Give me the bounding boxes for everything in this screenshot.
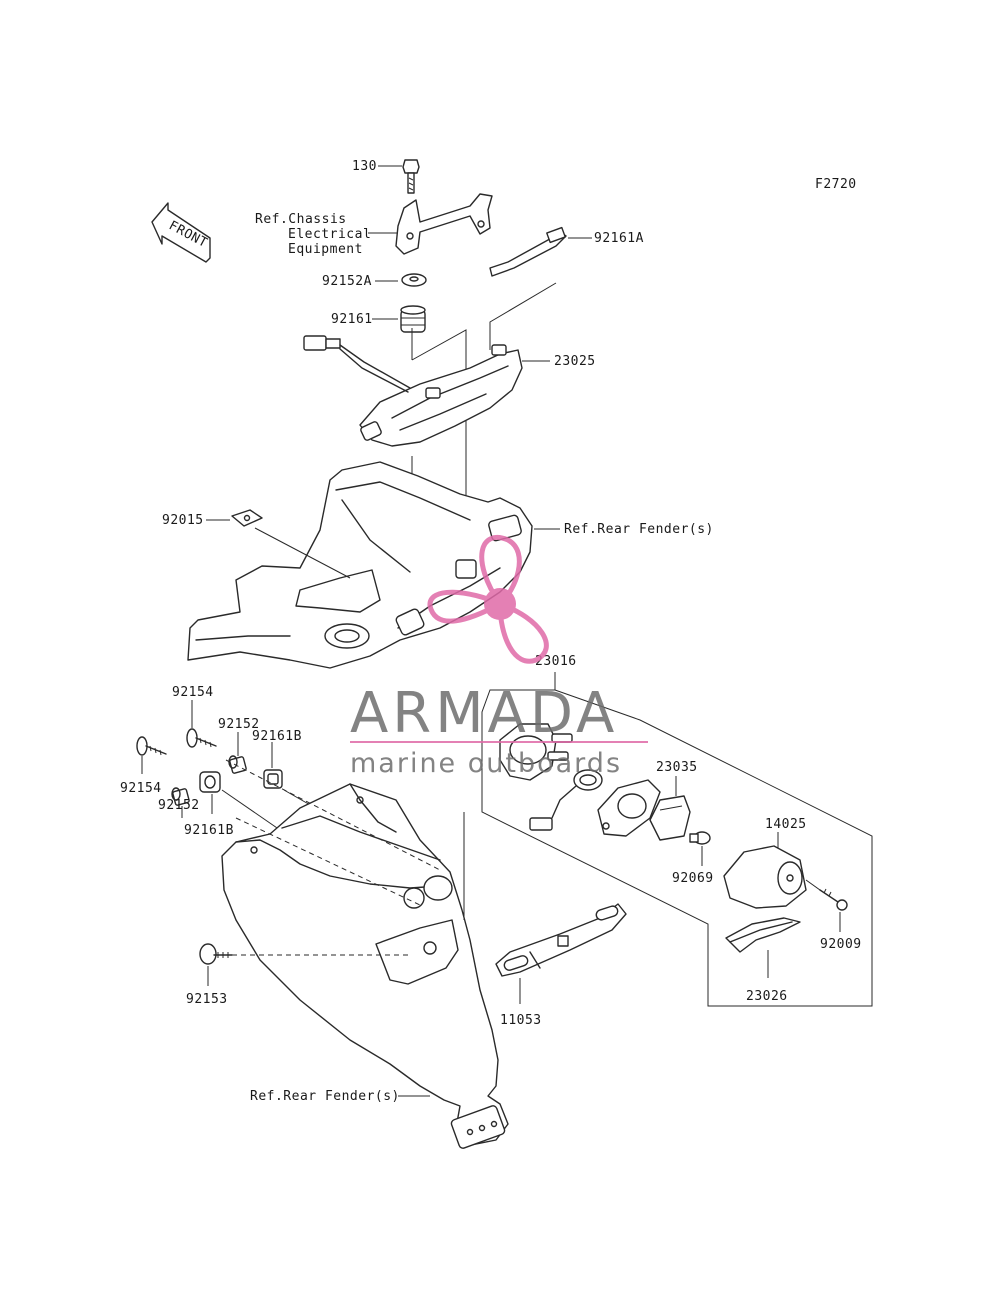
clip-23035[interactable]	[649, 795, 691, 841]
part-92069-label: 92069	[672, 871, 714, 886]
part-92009-label: 92009	[820, 937, 862, 952]
screw-92009[interactable]	[819, 888, 848, 911]
part-92161B-bottom-label: 92161B	[184, 823, 234, 838]
ref-chassis-label: Ref.Chassis	[255, 212, 347, 227]
bolt-92154-upper[interactable]	[186, 728, 217, 748]
bulb-socket[interactable]	[529, 769, 603, 831]
ref-electrical-label: Electrical	[288, 227, 371, 242]
part-92015-label: 92015	[162, 513, 204, 528]
front-arrow-icon: FRONT	[151, 202, 211, 263]
diagram-code: F2720	[815, 177, 857, 192]
bracket-11053[interactable]	[495, 903, 627, 977]
bulb-92069[interactable]	[689, 831, 711, 845]
lamp-housing-23016[interactable]	[499, 723, 573, 781]
part-92161A-label: 92161A	[594, 231, 644, 246]
part-23016-label: 23016	[535, 654, 577, 669]
watermark-tagline: marine outboards	[350, 748, 622, 779]
bolt-92153[interactable]	[199, 943, 233, 965]
part-14025-label: 14025	[765, 817, 807, 832]
grommet-92161B-lower[interactable]	[199, 771, 221, 793]
rear-fender-upper[interactable]	[187, 461, 533, 669]
lens-23026[interactable]	[725, 917, 801, 953]
part-130-label: 130	[352, 159, 377, 174]
bolt-92154-lower[interactable]	[136, 736, 167, 756]
armada-watermark-logo: ARMADA marine outboards	[350, 535, 648, 779]
cover-14025[interactable]	[723, 845, 807, 909]
grommet-92161[interactable]	[400, 305, 426, 333]
grommet-92161B-upper[interactable]	[263, 769, 283, 789]
collar-92152-lower[interactable]	[171, 787, 190, 806]
washer-92152A[interactable]	[401, 273, 427, 287]
clip-nut-92015[interactable]	[231, 509, 263, 527]
ref-rear-fender-top-label: Ref.Rear Fender(s)	[564, 522, 714, 537]
ref-equipment-label: Equipment	[288, 242, 363, 257]
part-92161B-top-label: 92161B	[252, 729, 302, 744]
watermark-brand: ARMADA	[350, 681, 618, 746]
bolt-130[interactable]	[402, 159, 420, 194]
bracket[interactable]	[395, 193, 493, 255]
part-23035-label: 23035	[656, 760, 698, 775]
part-11053-label: 11053	[500, 1013, 542, 1028]
part-92153-label: 92153	[186, 992, 228, 1007]
lamp-base[interactable]	[597, 779, 661, 837]
part-92152A-label: 92152A	[322, 274, 372, 289]
part-92161-label: 92161	[331, 312, 373, 327]
collar-92152-upper[interactable]	[228, 755, 247, 774]
clamp-92161A[interactable]	[489, 226, 567, 277]
part-23026-label: 23026	[746, 989, 788, 1004]
part-92152-top-label: 92152	[218, 717, 260, 732]
ref-rear-fender-bottom-label: Ref.Rear Fender(s)	[250, 1089, 400, 1104]
tail-light-23025[interactable]	[359, 344, 523, 447]
propeller-icon	[427, 535, 549, 664]
part-92152-left-label: 92152	[158, 798, 200, 813]
part-23025-label: 23025	[554, 354, 596, 369]
harness-connector[interactable]	[303, 335, 411, 393]
rear-fender-lower[interactable]	[221, 783, 509, 1149]
part-92154-top-label: 92154	[172, 685, 214, 700]
part-92154-left-label: 92154	[120, 781, 162, 796]
